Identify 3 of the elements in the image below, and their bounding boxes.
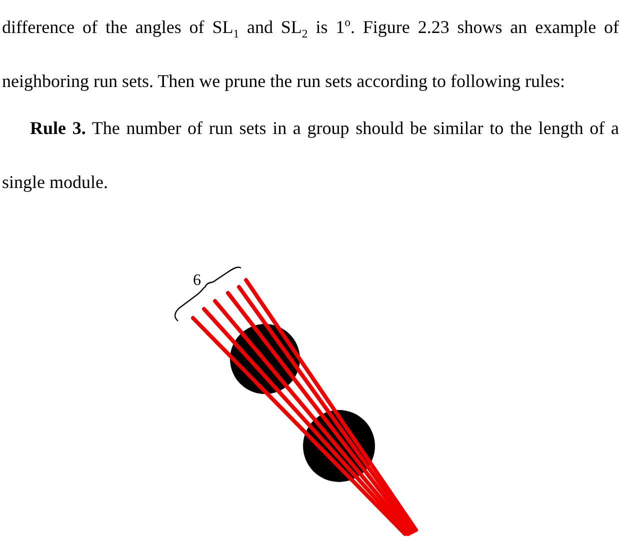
brace-label: 6 <box>193 273 201 289</box>
paragraph: difference of the angles of SL$_{1}$ and SL$_{2}$ is 1$^{o}$. Figure 2.23 shows an example of neighboring run sets. Then we prune the run sets according to following rules: <box>2 15 619 93</box>
paragraph: Rule 3. The number of run sets in a group should be similar to the length of a single module. <box>2 117 619 194</box>
